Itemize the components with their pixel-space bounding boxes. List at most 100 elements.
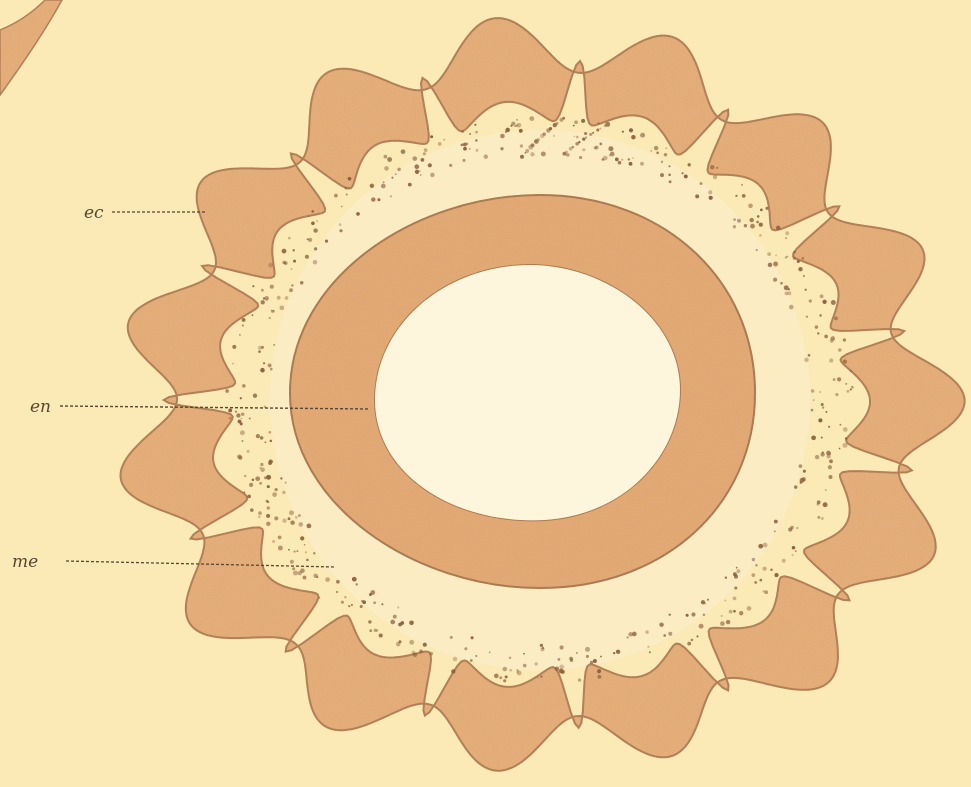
mesoderm-cell (247, 495, 251, 499)
mesoderm-cell (734, 586, 737, 589)
mesoderm-cell (303, 576, 307, 580)
mesoderm-cell (780, 282, 783, 285)
mesoderm-cell (383, 181, 385, 183)
mesoderm-cell (695, 194, 699, 198)
mesoderm-cell (240, 422, 243, 425)
mesoderm-cell (471, 636, 474, 639)
mesoderm-cell (720, 621, 725, 626)
mesoderm-cell (704, 602, 706, 604)
mesoderm-cell (280, 477, 282, 479)
mesoderm-cell (788, 288, 790, 290)
mesoderm-cell (255, 476, 260, 481)
mesoderm-cell (828, 426, 830, 428)
mesoderm-cell (489, 651, 491, 653)
mesoderm-cell (629, 162, 633, 166)
mesoderm-cell (621, 159, 623, 161)
mesoderm-cell (819, 391, 821, 393)
mesoderm-cell (570, 658, 574, 662)
neighbour-section-fragment (0, 0, 62, 95)
mesoderm-cell (423, 152, 426, 155)
mesoderm-cell (509, 656, 512, 659)
mesoderm-cell (579, 156, 582, 159)
mesoderm-cell (500, 134, 505, 139)
mesoderm-cell (298, 514, 301, 517)
mesoderm-cell (599, 143, 602, 146)
mesoderm-cell (628, 158, 630, 160)
mesoderm-cell (375, 629, 378, 632)
mesoderm-cell (775, 255, 777, 257)
mesoderm-cell (316, 576, 318, 578)
mesoderm-cell (823, 502, 828, 507)
mesoderm-cell (540, 675, 542, 677)
mesoderm-cell (578, 678, 581, 681)
mesoderm-cell (850, 370, 852, 372)
mesoderm-cell (463, 143, 467, 147)
mesoderm-cell (430, 135, 433, 138)
mesoderm-cell (599, 128, 601, 130)
mesoderm-cell (469, 133, 471, 135)
mesoderm-cell (825, 489, 827, 491)
mesoderm-cell (843, 338, 846, 341)
mesoderm-cell (846, 390, 849, 393)
mesoderm-cell (834, 316, 838, 320)
mesoderm-cell (759, 223, 763, 227)
mesoderm-cell (377, 198, 380, 201)
mesoderm-cell (391, 177, 393, 179)
mesoderm-cell (608, 146, 613, 151)
mesoderm-cell (511, 122, 515, 126)
mesoderm-cell (277, 296, 281, 300)
mesoderm-cell (288, 549, 290, 551)
mesoderm-cell (553, 135, 555, 137)
mesoderm-cell (461, 130, 464, 133)
mesoderm-cell (800, 481, 803, 484)
mesoderm-cell (822, 452, 824, 454)
mesoderm-cell (298, 571, 302, 575)
mesoderm-cell (739, 611, 743, 615)
mesoderm-cell (464, 647, 467, 650)
mesoderm-cell (344, 187, 347, 190)
mesoderm-cell (428, 163, 432, 167)
mesoderm-cell (756, 221, 759, 224)
mesoderm-cell (228, 408, 232, 412)
mesoderm-cell (699, 624, 704, 629)
mesoderm-cell (270, 368, 273, 371)
mesoderm-cell (600, 656, 602, 658)
mesoderm-cell (305, 255, 309, 259)
mesoderm-cell (293, 571, 298, 576)
mesoderm-cell (818, 418, 822, 422)
mesoderm-cell (443, 139, 445, 141)
mesoderm-cell (793, 251, 796, 254)
mesoderm-cell (831, 336, 835, 340)
mesoderm-cell (803, 275, 805, 277)
mesoderm-cell (668, 632, 672, 636)
mesoderm-cell (684, 174, 688, 178)
mesoderm-cell (826, 451, 831, 456)
mesoderm-cell (484, 155, 488, 159)
mesoderm-cell (610, 152, 615, 157)
mesoderm-cell (295, 516, 298, 519)
mesoderm-cell (311, 210, 314, 213)
mesoderm-cell (348, 605, 350, 607)
mesoderm-cell (525, 149, 529, 153)
mesoderm-cell (409, 640, 414, 645)
mesoderm-cell (476, 149, 479, 152)
label-me: me (12, 552, 335, 572)
mesoderm-cell (300, 281, 304, 285)
mesoderm-cell (278, 546, 283, 551)
mesoderm-cell (590, 661, 593, 664)
mesoderm-cell (776, 226, 780, 230)
mesoderm-cell (384, 166, 389, 171)
label-ec: ec (84, 203, 205, 223)
mesoderm-cell (632, 157, 634, 159)
mesoderm-cell (833, 378, 836, 381)
mesoderm-cell (249, 417, 251, 419)
mesoderm-cell (845, 437, 848, 440)
mesoderm-cell (414, 164, 419, 169)
mesoderm-cell (267, 485, 270, 488)
mesoderm-cell (298, 522, 303, 527)
mesoderm-cell (707, 599, 709, 601)
mesoderm-cell (424, 148, 428, 152)
mesoderm-cell (581, 119, 585, 123)
mesoderm-cell (296, 550, 298, 552)
